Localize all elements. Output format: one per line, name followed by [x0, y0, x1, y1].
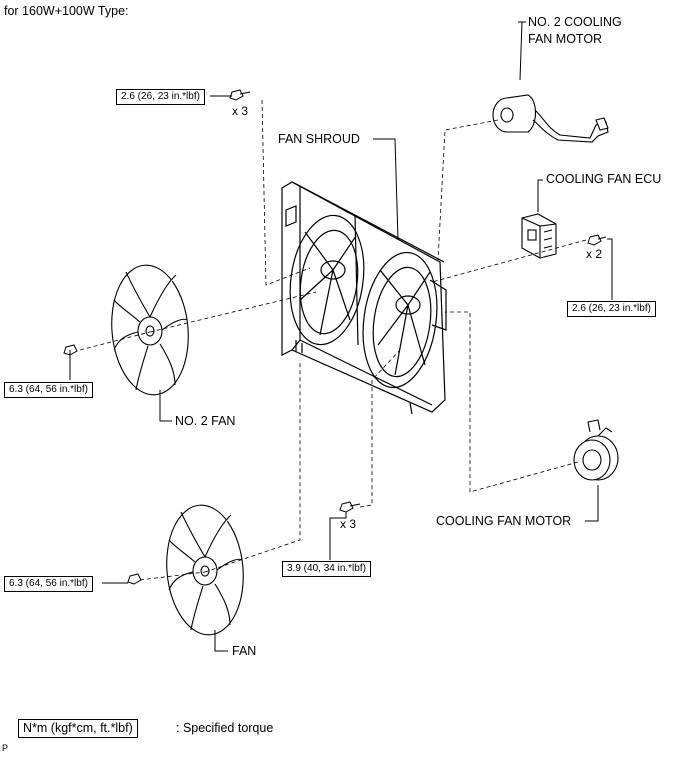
- no2-cooling-fan-motor-label-line2: FAN MOTOR: [528, 32, 603, 46]
- fan-shroud-label: FAN SHROUD: [278, 132, 360, 146]
- fan-drawing: [166, 504, 244, 636]
- type-label: for 160W+100W Type:: [4, 4, 129, 18]
- torque-box-no2-fan: 6.3 (64, 56 in.*lbf): [4, 382, 93, 398]
- count-top-left: x 3: [232, 104, 249, 118]
- torque-box-ecu: 2.6 (26, 23 in.*lbf): [567, 301, 656, 317]
- fan-label: FAN: [232, 644, 257, 658]
- figure-code: P: [2, 743, 9, 753]
- count-shroud-bolts: x 3: [340, 517, 357, 531]
- torque-box-shroud-bolts: 3.9 (40, 34 in.*lbf): [282, 561, 371, 577]
- fan-shroud: [281, 181, 447, 415]
- count-ecu: x 2: [586, 247, 603, 261]
- cooling-fan-motor-label: COOLING FAN MOTOR: [436, 514, 572, 528]
- leader-lines: [69, 21, 613, 652]
- no2-fan-drawing: [111, 264, 189, 396]
- torque-box-fan: 6.3 (64, 56 in.*lbf): [4, 576, 93, 592]
- cooling-fan-ecu-label: COOLING FAN ECU: [546, 172, 662, 186]
- cooling-fan-motor-drawing: [573, 419, 619, 481]
- legend-unit-box: N*m (kgf*cm, ft.*lbf): [18, 719, 138, 738]
- no2-cooling-fan-motor-label-line1: NO. 2 COOLING: [528, 15, 622, 29]
- legend-description: : Specified torque: [176, 721, 274, 735]
- cooling-fan-ecu-drawing: [521, 213, 557, 259]
- alignment-lines: [79, 99, 587, 581]
- torque-box-top-left: 2.6 (26, 23 in.*lbf): [116, 89, 205, 105]
- no2-cooling-fan-motor-drawing: [492, 94, 609, 143]
- fasteners: [63, 89, 607, 585]
- no2-fan-label: NO. 2 FAN: [175, 414, 236, 428]
